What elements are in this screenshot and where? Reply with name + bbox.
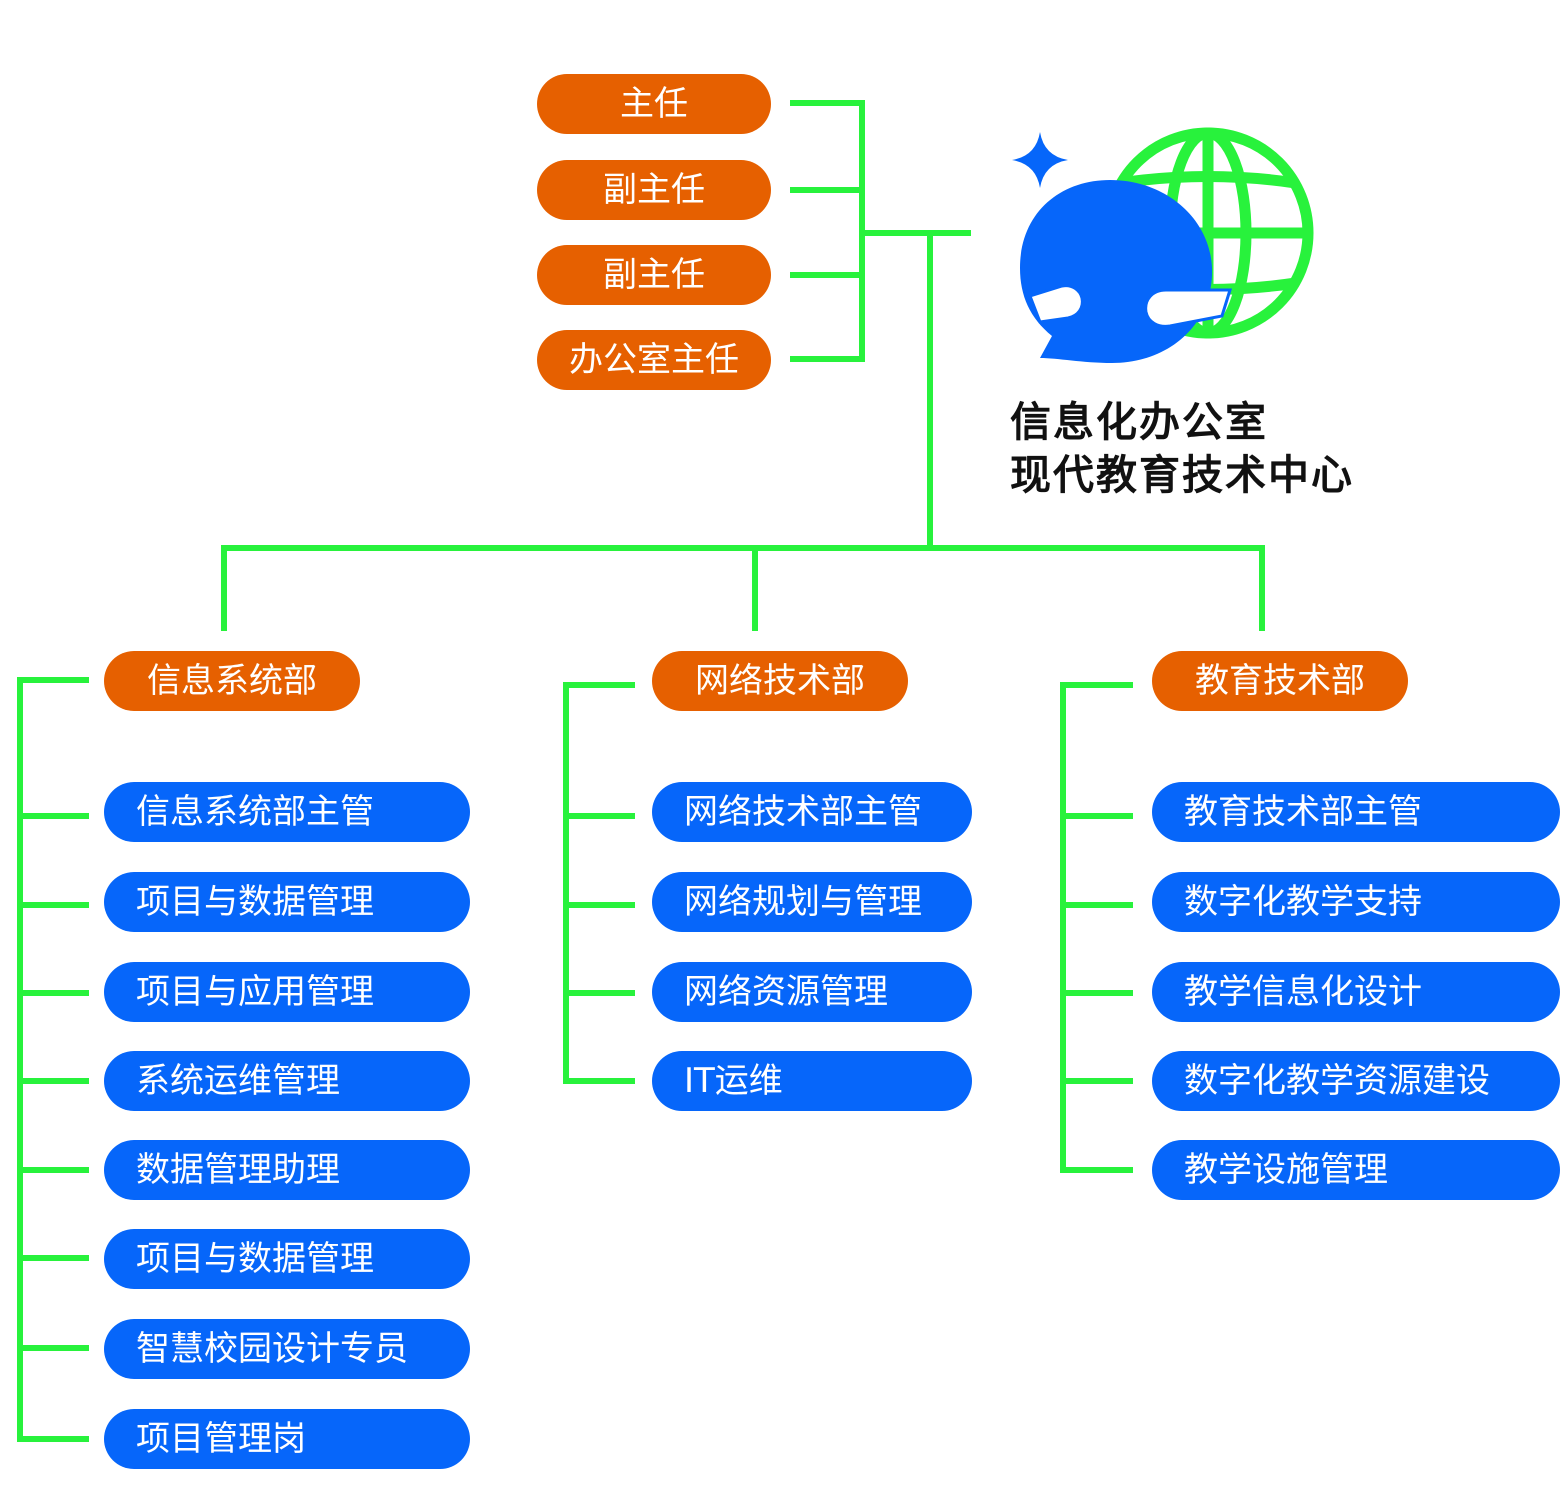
role-item: 智慧校园设计专员 xyxy=(104,1319,470,1379)
role-item: 项目管理岗 xyxy=(104,1409,470,1469)
role-item: 数字化教学资源建设 xyxy=(1152,1051,1560,1111)
leader-office-director: 办公室主任 xyxy=(537,330,771,390)
dept2-bracket xyxy=(563,682,635,1084)
logo-title-line1: 信息化办公室 xyxy=(1010,398,1268,446)
role-item: 网络资源管理 xyxy=(652,962,972,1022)
leader-deputy-director-1: 副主任 xyxy=(537,160,771,220)
role-item: 项目与数据管理 xyxy=(104,1229,470,1289)
role-item: IT运维 xyxy=(652,1051,972,1111)
trunk-line xyxy=(859,230,971,551)
department-bus xyxy=(221,545,1265,631)
role-item: 数字化教学支持 xyxy=(1152,872,1560,932)
dept-education-tech: 教育技术部 xyxy=(1152,651,1408,711)
dept3-bracket xyxy=(1060,682,1133,1173)
globe-hug-icon xyxy=(1012,127,1314,363)
role-item: 数据管理助理 xyxy=(104,1140,470,1200)
role-item: 项目与应用管理 xyxy=(104,962,470,1022)
leader-deputy-director-2: 副主任 xyxy=(537,245,771,305)
sparkle-icon xyxy=(1012,132,1068,188)
role-item: 信息系统部主管 xyxy=(104,782,470,842)
role-item: 系统运维管理 xyxy=(104,1051,470,1111)
role-item: 网络规划与管理 xyxy=(652,872,972,932)
dept1-bracket xyxy=(17,677,89,1442)
leader-director: 主任 xyxy=(537,74,771,134)
role-item: 教学设施管理 xyxy=(1152,1140,1560,1200)
logo-title-line2: 现代教育技术中心 xyxy=(1010,451,1354,499)
role-item: 网络技术部主管 xyxy=(652,782,972,842)
dept-network-tech: 网络技术部 xyxy=(652,651,908,711)
role-item: 教学信息化设计 xyxy=(1152,962,1560,1022)
dept-info-systems: 信息系统部 xyxy=(104,651,360,711)
leadership-bracket xyxy=(790,100,865,362)
role-item: 教育技术部主管 xyxy=(1152,782,1560,842)
role-item: 项目与数据管理 xyxy=(104,872,470,932)
